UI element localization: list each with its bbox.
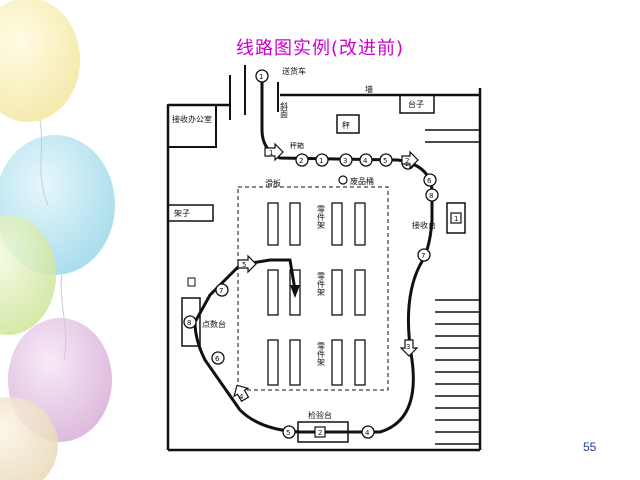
receiving-office-label: 接收办公室: [172, 114, 212, 124]
svg-text:5: 5: [242, 261, 246, 269]
step-square: 1: [450, 212, 462, 224]
counting-table-label: 点数台: [202, 319, 226, 329]
parts-rack-label-3: 零件架: [317, 342, 326, 367]
delivery-truck-label: 送货车: [282, 66, 306, 76]
parts-racks: [267, 202, 366, 386]
step-circle: 4: [359, 153, 373, 167]
flow-path-arrowhead: [290, 285, 300, 298]
svg-text:7: 7: [219, 287, 223, 295]
scale-box: [336, 114, 360, 134]
step-arrow: 1: [264, 142, 284, 162]
svg-text:6: 6: [427, 177, 432, 185]
svg-text:5: 5: [286, 429, 290, 437]
square-steps: 1 2: [314, 212, 462, 438]
parking-stripes: [425, 129, 480, 445]
step-arrow: 2: [401, 150, 419, 170]
receiving-table: [446, 202, 466, 234]
step-arrow: 5: [237, 254, 257, 274]
step-circle: 6: [423, 173, 437, 187]
step-circle: 2: [295, 153, 309, 167]
svg-text:1: 1: [269, 149, 273, 157]
wall-label: 墙: [365, 84, 373, 94]
flow-path: [193, 76, 434, 434]
small-box: [187, 277, 196, 287]
step-circle: 5: [379, 153, 393, 167]
svg-text:7: 7: [421, 252, 425, 260]
receiving-table-label: 接收台: [412, 220, 436, 230]
step-circle: 8: [183, 315, 197, 329]
svg-text:3: 3: [343, 157, 347, 165]
platform-top: [399, 94, 435, 114]
flow-diagram: 送货车 墙 斜面 接收办公室 台子 秤 秤箱 滑板 废品桶 架子 零件架 零件架…: [166, 65, 482, 452]
waste-bin-icon: [338, 175, 348, 185]
step-arrow: 3: [399, 339, 419, 357]
slide-title: 线路图实例(改进前): [235, 38, 405, 59]
balloon-decoration: [0, 0, 115, 480]
step-square: 2: [314, 426, 326, 438]
svg-text:8: 8: [187, 319, 191, 327]
svg-text:4: 4: [239, 393, 244, 401]
receiving-office: [167, 104, 217, 148]
counting-table: [181, 297, 201, 347]
svg-text:4: 4: [365, 429, 370, 437]
rack-area: [237, 186, 389, 391]
step-circle: 1: [255, 69, 269, 83]
svg-text:1: 1: [259, 73, 263, 81]
step-arrow: 4: [233, 384, 250, 403]
page-number: 55: [583, 440, 597, 454]
step-circle: 1: [315, 153, 329, 167]
scale-label: 秤: [342, 120, 350, 130]
step-circle: 5: [282, 425, 296, 439]
truck-lane: [229, 65, 279, 120]
svg-text:1: 1: [454, 215, 458, 223]
svg-text:2: 2: [318, 429, 322, 437]
svg-text:2: 2: [299, 157, 303, 165]
flat-board-label: 滑板: [265, 178, 281, 188]
platform-top-label: 台子: [408, 99, 424, 109]
arrow-steps: 1 2 3 4 5: [233, 142, 419, 403]
shelf: [167, 204, 214, 222]
shelf-label: 架子: [174, 209, 190, 218]
svg-text:5: 5: [383, 157, 387, 165]
svg-text:6: 6: [215, 355, 220, 363]
step-circle: 7: [417, 248, 431, 262]
step-circle: 4: [361, 425, 375, 439]
parts-rack-label-1: 零件架: [317, 205, 326, 230]
step-circle: 7: [215, 283, 229, 297]
step-circle: 3: [339, 153, 353, 167]
svg-text:3: 3: [406, 343, 410, 351]
svg-text:1: 1: [319, 157, 323, 165]
parts-rack-label-2: 零件架: [317, 272, 326, 297]
svg-text:4: 4: [363, 157, 368, 165]
step-circle: 8: [425, 188, 439, 202]
inspection-table-label: 检验台: [308, 410, 332, 420]
ramp-label: 斜面: [280, 101, 289, 119]
waste-bin-label: 废品桶: [350, 176, 374, 186]
svg-text:8: 8: [429, 192, 433, 200]
step-circle: 6: [211, 351, 225, 365]
svg-text:2: 2: [405, 157, 409, 165]
scale-box-label: 秤箱: [290, 141, 304, 150]
